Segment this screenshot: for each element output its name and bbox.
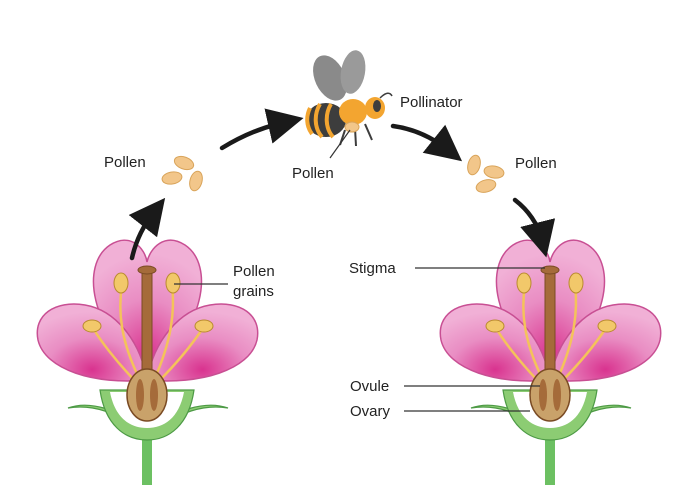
- pollen-cluster-left: [161, 155, 203, 192]
- label-pollen-on-bee: Pollen: [292, 165, 334, 182]
- label-pollen-right: Pollen: [515, 155, 557, 172]
- right-ovary: [529, 368, 571, 422]
- right-anther-3: [485, 319, 505, 333]
- pollen-cluster-right: [467, 154, 505, 193]
- right-anther-4: [597, 319, 617, 333]
- right-petal-left: [439, 303, 551, 382]
- left-style: [141, 269, 153, 379]
- left-anther-2: [165, 272, 181, 294]
- right-stem: [545, 425, 555, 485]
- arrow-pollen-to-bee: [219, 108, 304, 151]
- leader-lines: [174, 129, 545, 412]
- flow-arrows: [128, 108, 556, 261]
- right-anther-2: [568, 272, 584, 294]
- arrow-pollen-to-flower: [512, 197, 556, 258]
- left-petal-left: [36, 303, 148, 382]
- right-flower: [439, 239, 662, 485]
- right-stigma: [540, 265, 560, 275]
- label-pollen-grains-line1: Pollen: [233, 263, 275, 280]
- label-ovary: Ovary: [350, 403, 391, 420]
- left-anther-3: [82, 319, 102, 333]
- label-stigma: Stigma: [349, 260, 396, 277]
- left-stigma: [137, 265, 157, 275]
- right-style: [544, 269, 556, 379]
- right-anther-1: [516, 272, 532, 294]
- left-stem: [142, 425, 152, 485]
- leader-pollen-on-bee: [329, 129, 351, 159]
- arrow-bee-to-pollen: [390, 123, 463, 162]
- label-pollen-left: Pollen: [104, 154, 146, 171]
- left-anther-1: [113, 272, 129, 294]
- arrow-flower-to-pollen: [128, 197, 166, 261]
- left-flower: [36, 239, 259, 485]
- bee-icon: [305, 50, 393, 147]
- left-ovary: [126, 368, 168, 422]
- label-pollen-grains-line2: grains: [233, 283, 274, 300]
- left-anther-4: [194, 319, 214, 333]
- label-pollinator: Pollinator: [400, 94, 463, 111]
- label-ovule: Ovule: [350, 378, 389, 395]
